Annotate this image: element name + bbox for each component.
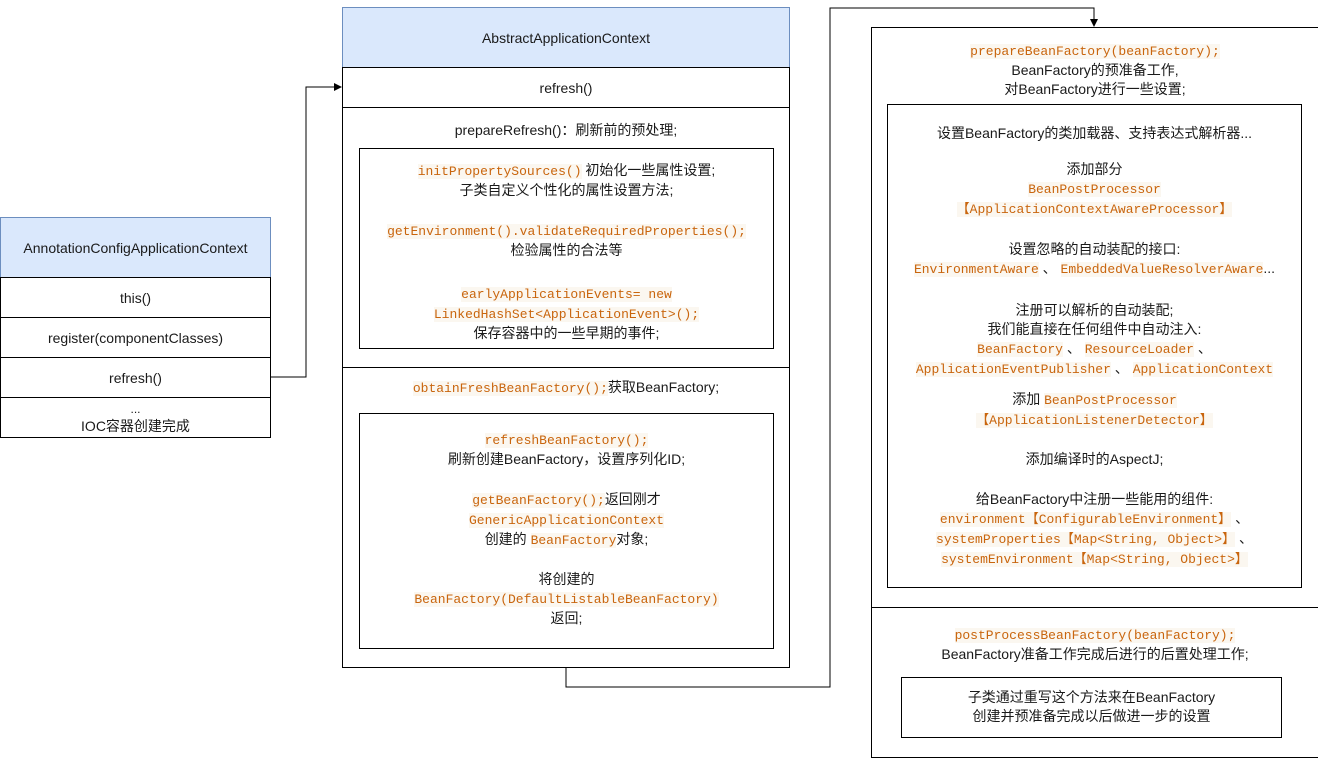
evra-tail: ... [1263, 260, 1276, 276]
sep-4: 、 [1235, 510, 1250, 526]
register-components-block: 给BeanFactory中注册一些能用的组件: environment【Conf… [888, 490, 1301, 569]
get-bf-text: 返回刚才 [604, 491, 661, 507]
env-aware-code: EnvironmentAware [913, 262, 1039, 277]
post-bf-heading: postProcessBeanFactory(beanFactory); Bea… [872, 625, 1318, 664]
post-inner-line1: 子类通过重写这个方法来在BeanFactory [967, 689, 1216, 705]
obtain-bean-factory-section: obtainFreshBeanFactory();获取BeanFactory; … [342, 367, 790, 668]
add-bpp-text: 添加 [1012, 391, 1045, 407]
prepare-refresh-detail-box: initPropertySources() 初始化一些属性设置; 子类自定义个性… [359, 148, 774, 349]
sep-2: 、 [1197, 340, 1212, 356]
created-post-text: 对象; [616, 531, 649, 547]
evra-code: EmbeddedValueResolverAware [1060, 262, 1264, 277]
abstract-refresh-row: refresh() [342, 67, 790, 108]
return-bf-block: 将创建的 BeanFactory(DefaultListableBeanFact… [360, 570, 773, 628]
prepare-bf-heading: prepareBeanFactory(beanFactory); BeanFac… [872, 41, 1318, 99]
arrow-refresh-to-abstract [270, 83, 342, 378]
ac-code: ApplicationContext [1132, 362, 1274, 377]
obtain-heading-code: obtainFreshBeanFactory(); [412, 381, 608, 396]
bpp-code: BeanPostProcessor [1028, 182, 1161, 197]
annotation-config-context-panel: AnnotationConfigApplicationContext this(… [0, 217, 271, 438]
ignore-sep: 、 [1042, 260, 1057, 276]
add-listener-detector-block: 添加 BeanPostProcessor 【ApplicationListene… [888, 390, 1301, 430]
ald-code: 【ApplicationListenerDetector】 [976, 413, 1213, 428]
refresh-bf-desc: 刷新创建BeanFactory，设置序列化ID; [447, 451, 686, 467]
post-process-bf-section: postProcessBeanFactory(beanFactory); Bea… [871, 607, 1318, 758]
created-pre-text: 创建的 [484, 531, 531, 547]
early-events-block: earlyApplicationEvents= new LinkedHashSe… [360, 284, 773, 343]
post-inner-line2: 创建并预准备完成以后做进一步的设置 [972, 708, 1211, 724]
return-bf-code: BeanFactory(DefaultListableBeanFactory) [414, 592, 719, 607]
prepare-bean-factory-section: prepareBeanFactory(beanFactory); BeanFac… [871, 27, 1318, 608]
sysenv-code: systemEnvironment【Map<String, Object>】 [941, 552, 1248, 567]
ignore-interfaces-block: 设置忽略的自动装配的接口: EnvironmentAware 、 Embedde… [888, 240, 1301, 279]
return-text: 将创建的 [538, 571, 595, 587]
validate-desc: 检验属性的合法等 [510, 242, 623, 258]
register-line1: 注册可以解析的自动装配; [1015, 302, 1174, 318]
init-property-code: initPropertySources() [417, 164, 582, 179]
ioc-complete-text: IOC容器创建完成 [81, 418, 190, 434]
obtain-detail-box: refreshBeanFactory(); 刷新创建BeanFactory，设置… [359, 413, 774, 649]
post-bf-detail-box: 子类通过重写这个方法来在BeanFactory 创建并预准备完成以后做进一步的设… [901, 677, 1282, 738]
prepare-refresh-section: prepareRefresh()：刷新前的预处理; initPropertySo… [342, 107, 790, 368]
acap-code: 【ApplicationContextAwareProcessor】 [956, 202, 1233, 217]
refresh-bf-block: refreshBeanFactory(); 刷新创建BeanFactory，设置… [360, 430, 773, 469]
sep-5: 、 [1238, 530, 1253, 546]
early-events-code-1: earlyApplicationEvents= new [461, 287, 672, 302]
ignore-text: 设置忽略的自动装配的接口: [1008, 241, 1181, 257]
reg-comp-text: 给BeanFactory中注册一些能用的组件: [975, 491, 1214, 507]
register-resolvable-block: 注册可以解析的自动装配; 我们能直接在任何组件中自动注入: BeanFactor… [888, 301, 1301, 379]
generic-context-code: GenericApplicationContext [468, 513, 665, 528]
aep-code: ApplicationEventPublisher [915, 362, 1111, 377]
prepare-bf-code: prepareBeanFactory(beanFactory); [970, 44, 1220, 59]
init-property-desc: 子类自定义个性化的属性设置方法; [459, 182, 674, 198]
row-this: this() [0, 277, 271, 318]
validate-block: getEnvironment().validateRequiredPropert… [360, 221, 773, 260]
get-bf-block: getBeanFactory();返回刚才 GenericApplication… [360, 490, 773, 550]
aspectj-text: 添加编译时的AspectJ; [1025, 451, 1164, 467]
post-bf-code: postProcessBeanFactory(beanFactory); [954, 628, 1236, 643]
rl-code: ResourceLoader [1084, 342, 1194, 357]
get-bf-code: getBeanFactory(); [472, 493, 605, 508]
post-bf-text: BeanFactory准备工作完成后进行的后置处理工作; [941, 646, 1249, 662]
abstract-context-title: AbstractApplicationContext [342, 7, 790, 68]
bf-code: BeanFactory [977, 342, 1063, 357]
validate-code: getEnvironment().validateRequiredPropert… [387, 224, 746, 239]
add-aware-block: 添加部分 BeanPostProcessor 【ApplicationConte… [888, 160, 1301, 219]
obtain-heading-text: 获取BeanFactory; [607, 379, 720, 395]
register-line2: 我们能直接在任何组件中自动注入: [987, 321, 1202, 337]
prepare-bf-detail-box: 设置BeanFactory的类加载器、支持表达式解析器... 添加部分 Bean… [887, 104, 1302, 588]
sysprop-code: systemProperties【Map<String, Object>】 [936, 532, 1236, 547]
init-property-block: initPropertySources() 初始化一些属性设置; 子类自定义个性… [360, 161, 773, 200]
created-bf-code: BeanFactory [530, 533, 617, 548]
prepare-refresh-heading: prepareRefresh()：刷新前的预处理; [454, 122, 678, 138]
row-register: register(componentClasses) [0, 317, 271, 358]
obtain-heading: obtainFreshBeanFactory();获取BeanFactory; [343, 378, 789, 398]
set-loader-text: 设置BeanFactory的类加载器、支持表达式解析器... [936, 125, 1253, 141]
add-bpp-code: BeanPostProcessor [1044, 393, 1177, 408]
prepare-bf-line1: BeanFactory的预准备工作, [1011, 62, 1179, 78]
row-refresh: refresh() [0, 357, 271, 398]
add-part-text: 添加部分 [1066, 161, 1123, 177]
early-events-code-2: LinkedHashSet<ApplicationEvent>(); [433, 307, 700, 322]
early-events-desc: 保存容器中的一些早期的事件; [473, 325, 660, 341]
row-ioc-complete: ... IOC容器创建完成 [0, 397, 271, 438]
sep-1: 、 [1066, 340, 1081, 356]
env-code: environment【ConfigurableEnvironment】 [939, 512, 1232, 527]
prepare-bf-line2: 对BeanFactory进行一些设置; [1004, 81, 1186, 97]
ellipsis-text: ... [130, 402, 141, 416]
sep-3: 、 [1114, 360, 1129, 376]
refresh-bf-code: refreshBeanFactory(); [484, 433, 649, 448]
init-property-text: 初始化一些属性设置; [581, 162, 716, 178]
annotation-context-title: AnnotationConfigApplicationContext [0, 217, 271, 278]
return-desc: 返回; [550, 610, 583, 626]
